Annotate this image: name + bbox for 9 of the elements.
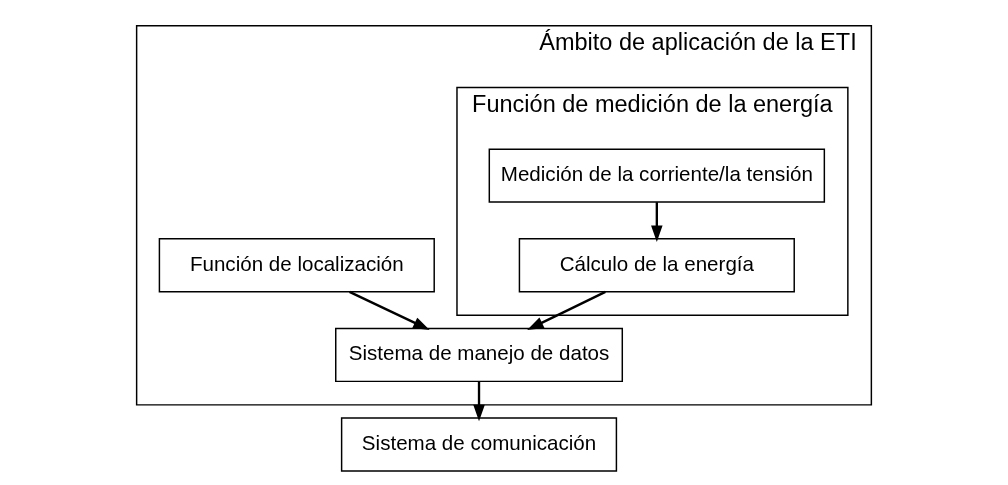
arrow	[349, 290, 430, 330]
node-box: Medición de la corriente/la tensión	[488, 148, 826, 203]
arrow	[651, 202, 663, 243]
arrow	[473, 381, 485, 422]
node-box: Sistema de manejo de datos	[335, 327, 624, 383]
node-box: Función de localización	[158, 238, 435, 293]
node-box: Sistema de comunicación	[340, 417, 618, 472]
node-box: Cálculo de la energía	[518, 238, 795, 293]
arrow	[527, 290, 606, 330]
